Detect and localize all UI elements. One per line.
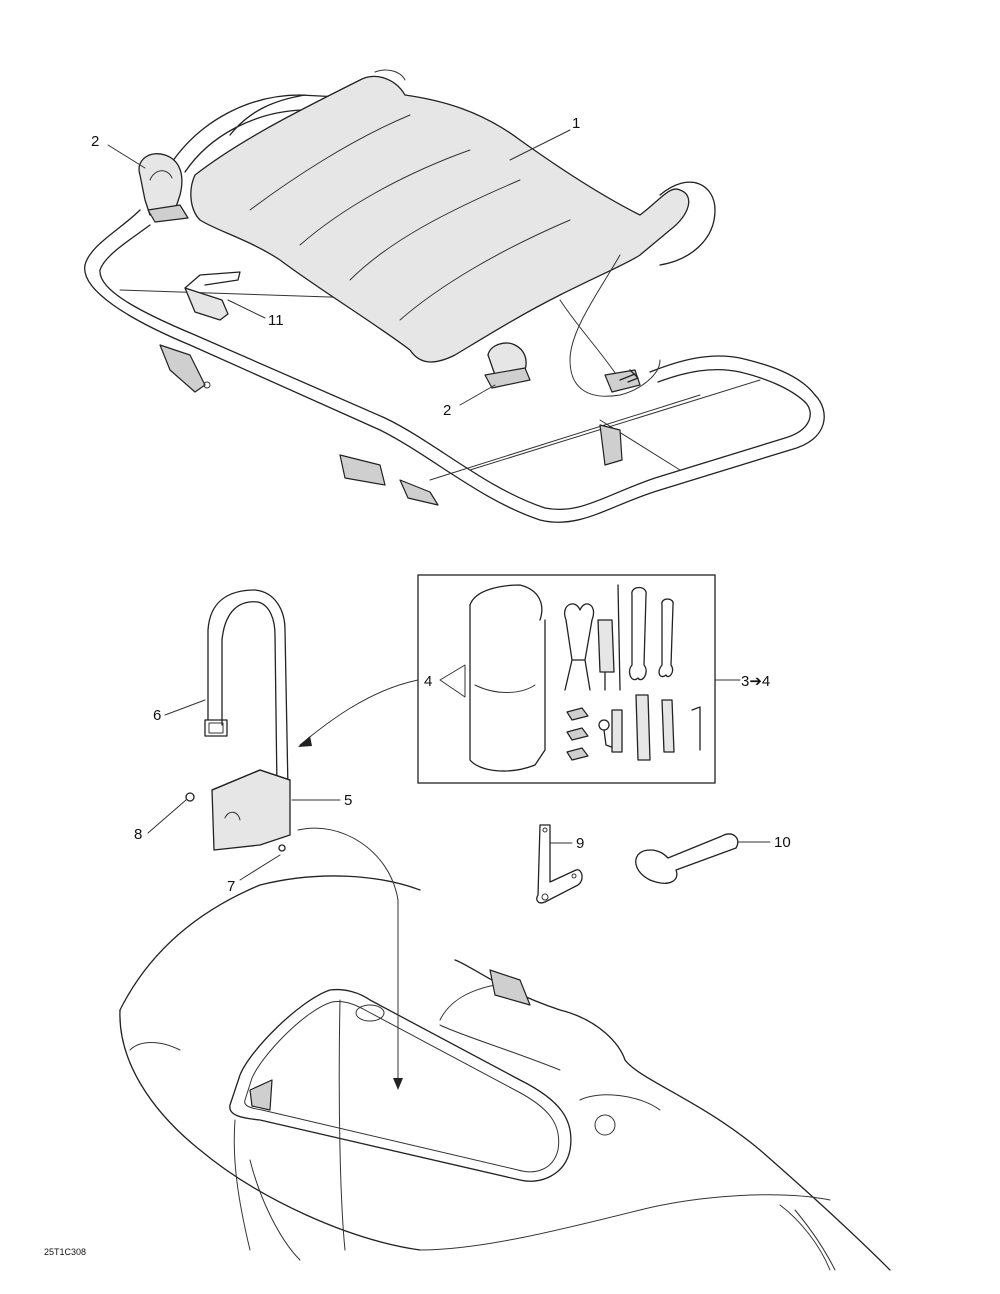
seat-latch-upper xyxy=(138,153,189,223)
callout-2-upper: 2 xyxy=(91,133,99,150)
seat-latch-loop xyxy=(569,254,661,397)
frame-rack xyxy=(84,94,825,523)
open-wrench-large-icon xyxy=(628,586,647,681)
screw xyxy=(278,844,286,852)
spark-plug-tool xyxy=(536,824,583,904)
fuses-icon xyxy=(566,707,589,761)
callout-9: 9 xyxy=(576,835,584,852)
vehicle-body xyxy=(119,875,891,1271)
pliers-icon xyxy=(564,603,595,691)
callout-3-to-4: 3➔4 xyxy=(741,673,770,690)
callout-2-lower: 2 xyxy=(443,402,451,419)
seat-cushion xyxy=(190,69,716,363)
callout-8: 8 xyxy=(134,826,142,843)
leader-lines xyxy=(107,129,771,1090)
tool-strap xyxy=(204,589,289,791)
hex-key xyxy=(184,271,241,321)
tool-holder-bracket xyxy=(211,769,291,851)
callout-1: 1 xyxy=(572,115,580,132)
open-wrench-small-icon xyxy=(658,598,674,678)
seat-latch-lower xyxy=(484,342,531,389)
socket-tools-icon xyxy=(598,694,701,761)
drawing-code: 25T1C308 xyxy=(44,1247,86,1257)
tool-bag xyxy=(439,584,546,772)
tool-kit-box xyxy=(417,574,716,784)
screwdriver-icon xyxy=(597,584,621,691)
callout-4: 4 xyxy=(424,673,432,690)
callout-10: 10 xyxy=(774,834,791,851)
callout-6: 6 xyxy=(153,707,161,724)
callout-7: 7 xyxy=(227,878,235,895)
callout-11: 11 xyxy=(268,312,284,329)
washer xyxy=(185,792,195,802)
spanner-wrench xyxy=(635,833,739,884)
callout-5: 5 xyxy=(344,792,352,809)
